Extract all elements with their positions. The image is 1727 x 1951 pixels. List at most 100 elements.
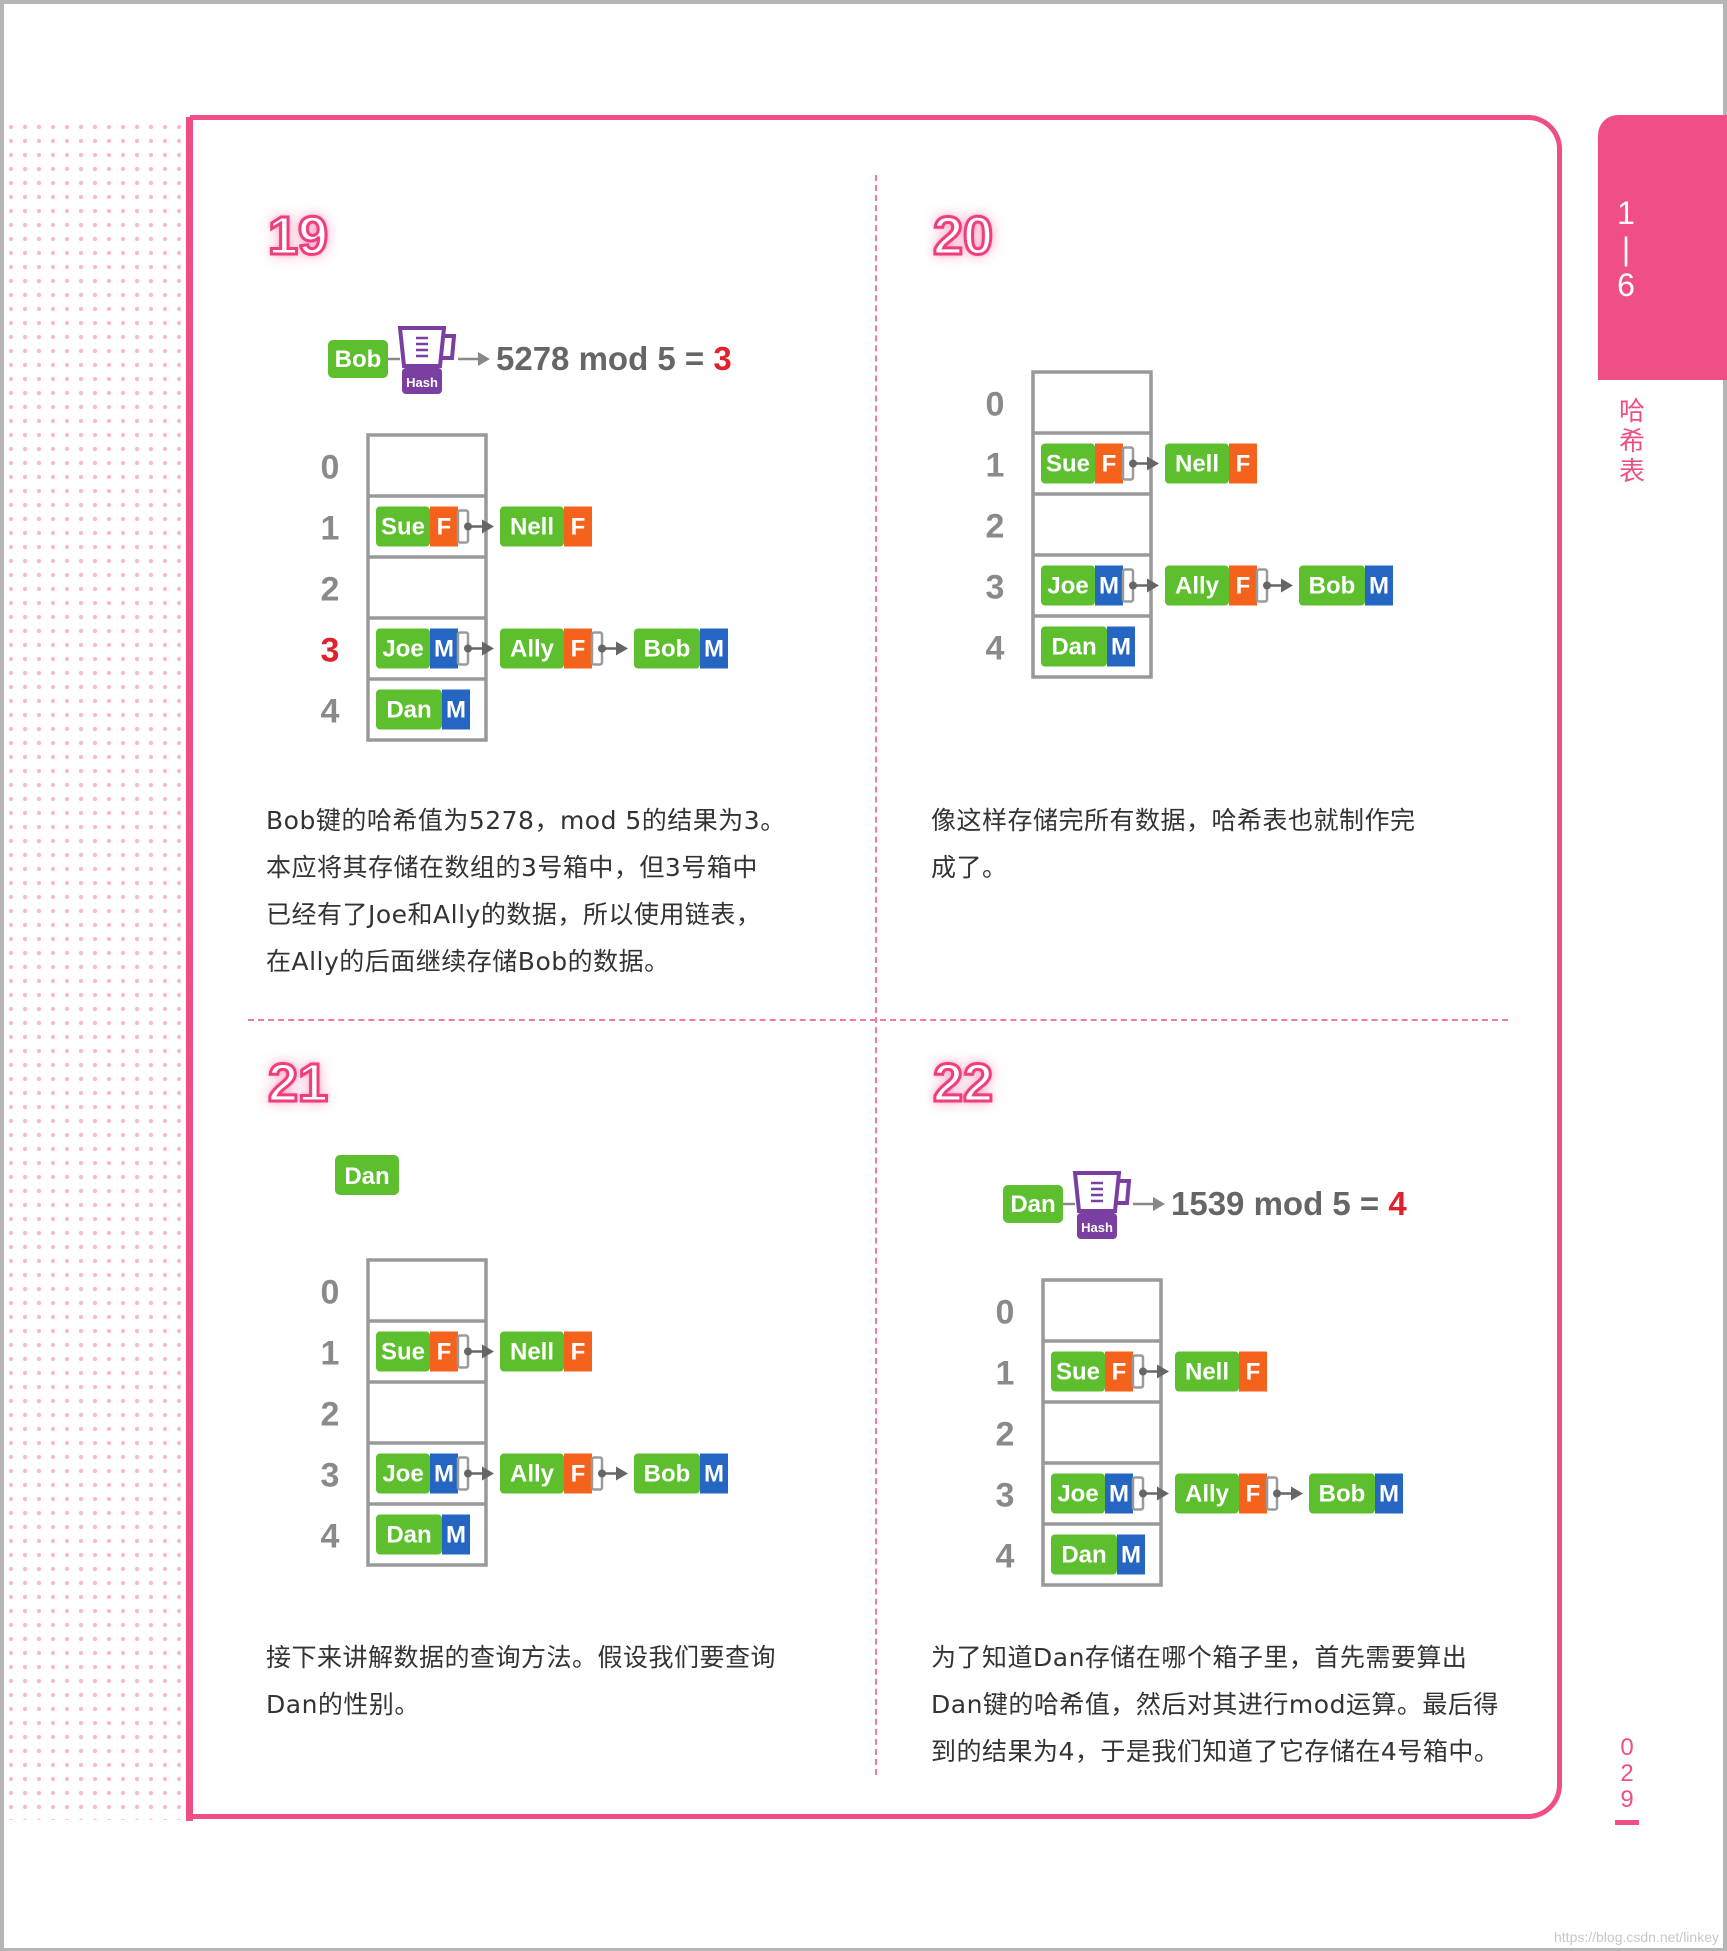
node-name-label: Nell bbox=[1175, 451, 1219, 478]
node-name-box bbox=[1051, 1351, 1105, 1392]
page-number: 0 2 9 bbox=[1614, 1735, 1640, 1813]
node-sex-box bbox=[1239, 1473, 1267, 1514]
node-name-label: Dan bbox=[386, 697, 431, 724]
node-name-box bbox=[500, 1453, 564, 1494]
node-name-box bbox=[1299, 565, 1365, 606]
node-bob: Bob M bbox=[1309, 1473, 1403, 1514]
node-name-label: Sue bbox=[381, 514, 425, 541]
node-sex-box bbox=[564, 1453, 592, 1494]
hash-result: 4 bbox=[1388, 1185, 1407, 1222]
node-sex-box bbox=[430, 628, 458, 669]
text-line: 成了。 bbox=[931, 853, 1008, 882]
node-sex-box bbox=[1095, 565, 1123, 606]
node-name-label: Nell bbox=[1185, 1359, 1229, 1386]
node-name-label: Joe bbox=[382, 1461, 423, 1488]
watermark: https://blog.csdn.net/linkey bbox=[1554, 1929, 1719, 1945]
node-sex-label: M bbox=[1379, 1481, 1399, 1508]
page-edge-top bbox=[0, 0, 1727, 4]
node-sex-label: F bbox=[1236, 573, 1251, 600]
node-sex-label: M bbox=[1111, 634, 1131, 661]
query-key-box bbox=[335, 1155, 399, 1195]
node-sex-label: M bbox=[446, 1522, 466, 1549]
node-sex-box bbox=[442, 689, 470, 730]
node-name-label: Bob bbox=[1319, 1481, 1366, 1508]
text-line: 像这样存储完所有数据，哈希表也就制作完 bbox=[931, 806, 1416, 835]
node-sex-label: M bbox=[1369, 573, 1389, 600]
page-edge-bottom bbox=[0, 1948, 1727, 1951]
node-name-box bbox=[1309, 1473, 1375, 1514]
array-index: 2 bbox=[996, 1416, 1015, 1454]
node-name-box bbox=[1041, 626, 1107, 667]
node-nell: Nell F bbox=[1175, 1351, 1267, 1392]
hash-key-label: Bob bbox=[335, 346, 382, 373]
chapter-number: 1 | 6 bbox=[1617, 195, 1635, 303]
frame-left-bar bbox=[186, 117, 193, 1821]
array-index: 3 bbox=[321, 1457, 340, 1495]
node-name-label: Bob bbox=[644, 636, 691, 663]
node-sex-label: F bbox=[1246, 1481, 1261, 1508]
node-sex-box bbox=[430, 506, 458, 547]
node-sex-box bbox=[564, 1331, 592, 1372]
node-name-box bbox=[1175, 1351, 1239, 1392]
node-sex-label: M bbox=[1109, 1481, 1129, 1508]
node-sue: Sue F bbox=[1051, 1351, 1133, 1392]
node-sex-label: M bbox=[704, 636, 724, 663]
chapter-title: 哈 希 表 bbox=[1614, 397, 1650, 487]
node-name-box bbox=[634, 628, 700, 669]
blender-base bbox=[1077, 1213, 1117, 1239]
node-name-label: Dan bbox=[1051, 634, 1096, 661]
node-name-label: Sue bbox=[1056, 1359, 1100, 1386]
node-sex-label: F bbox=[571, 514, 586, 541]
hash-blender-icon: Hash bbox=[397, 326, 457, 394]
dotted-margin-pattern bbox=[4, 120, 186, 1820]
page-edge-left bbox=[0, 0, 4, 1951]
node-dan: Dan M bbox=[1041, 626, 1135, 667]
array-index: 4 bbox=[986, 630, 1005, 668]
array-index: 4 bbox=[321, 1518, 340, 1556]
node-sex-label: F bbox=[1112, 1359, 1127, 1386]
arrow-head bbox=[616, 641, 628, 656]
node-sex-box bbox=[1117, 1534, 1145, 1575]
arrow-head bbox=[482, 519, 494, 534]
node-sex-label: M bbox=[446, 697, 466, 724]
node-sex-box bbox=[1239, 1351, 1267, 1392]
text-line: 到的结果为4，于是我们知道了它存储在4号箱中。 bbox=[931, 1737, 1500, 1766]
hash-out-arrow bbox=[478, 352, 490, 366]
array-index: 0 bbox=[321, 1274, 340, 1312]
node-sex-box bbox=[1105, 1351, 1133, 1392]
array-index: 1 bbox=[321, 1335, 340, 1373]
query-key-label: Dan bbox=[344, 1163, 389, 1190]
page-number-digit: 0 bbox=[1620, 1734, 1634, 1761]
node-name-box bbox=[500, 506, 564, 547]
node-sex-box bbox=[700, 628, 728, 669]
array-index: 0 bbox=[996, 1294, 1015, 1332]
array-index: 3 bbox=[986, 569, 1005, 607]
node-name-box bbox=[634, 1453, 700, 1494]
node-name-box bbox=[376, 628, 430, 669]
arrow-head bbox=[482, 641, 494, 656]
arrow-head bbox=[1147, 578, 1159, 593]
page-edge-right bbox=[1723, 0, 1727, 1951]
node-sex-box bbox=[700, 1453, 728, 1494]
node-sex-label: F bbox=[1246, 1359, 1261, 1386]
node-sex-box bbox=[1095, 443, 1123, 484]
node-sex-box bbox=[430, 1453, 458, 1494]
node-sex-box bbox=[1229, 443, 1257, 484]
arrow-head bbox=[1157, 1364, 1169, 1379]
chapter-title-char: 哈 bbox=[1618, 397, 1645, 427]
arrow-head bbox=[616, 1466, 628, 1481]
array-index: 2 bbox=[321, 571, 340, 609]
blender-jar bbox=[397, 326, 447, 368]
blender-handle bbox=[441, 334, 457, 360]
node-name-box bbox=[1165, 443, 1229, 484]
step-number-21: 21 bbox=[266, 1052, 329, 1115]
